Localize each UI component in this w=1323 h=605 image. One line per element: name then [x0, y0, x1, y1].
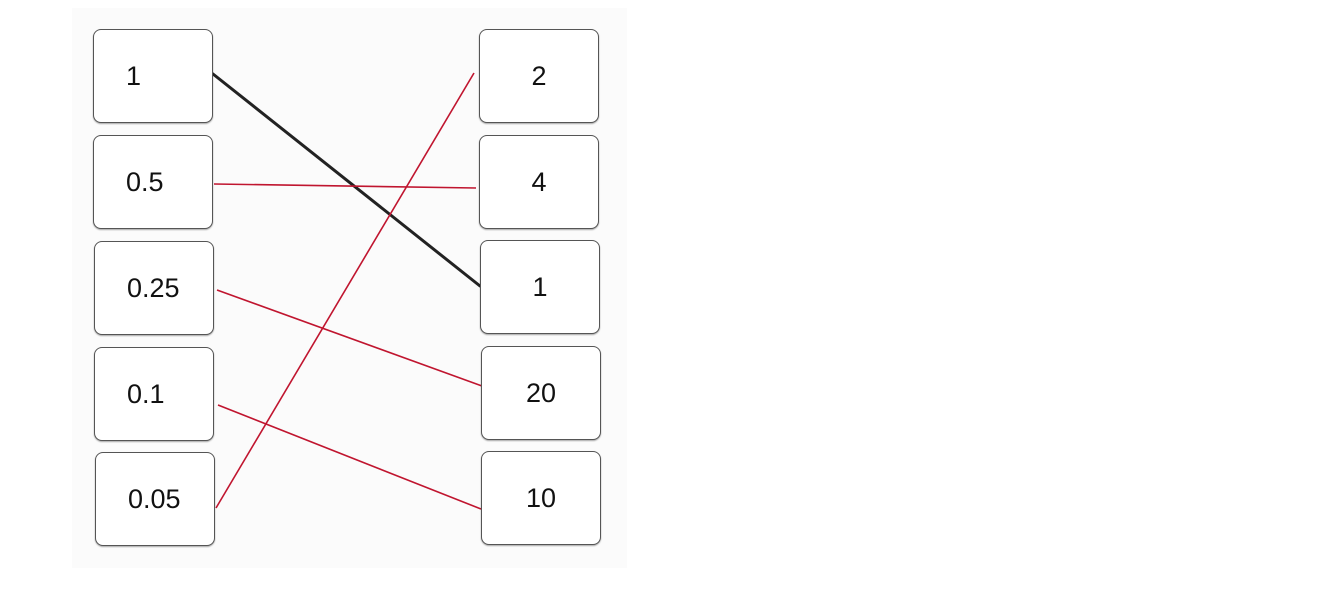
- left-box-0.1: 0.1: [94, 347, 214, 441]
- left-box-label: 1: [126, 60, 142, 91]
- right-box-label: 2: [531, 60, 547, 91]
- left-box-1: 1: [93, 29, 213, 123]
- right-box-10: 10: [481, 451, 601, 545]
- right-box-label: 10: [525, 482, 557, 513]
- right-box-2: 2: [479, 29, 599, 123]
- left-box-0.25: 0.25: [94, 241, 214, 335]
- right-box-20: 20: [481, 346, 601, 440]
- left-box-label: 0.05: [128, 483, 181, 514]
- left-box-label: 0.25: [127, 272, 180, 303]
- right-box-label: 1: [532, 271, 548, 302]
- right-box-4: 4: [479, 135, 599, 229]
- left-box-label: 0.5: [126, 166, 164, 197]
- left-box-label: 0.1: [127, 378, 165, 409]
- left-box-0.5: 0.5: [93, 135, 213, 229]
- right-box-label: 4: [531, 166, 547, 197]
- right-box-label: 20: [525, 377, 557, 408]
- right-box-1: 1: [480, 240, 600, 334]
- left-box-0.05: 0.05: [95, 452, 215, 546]
